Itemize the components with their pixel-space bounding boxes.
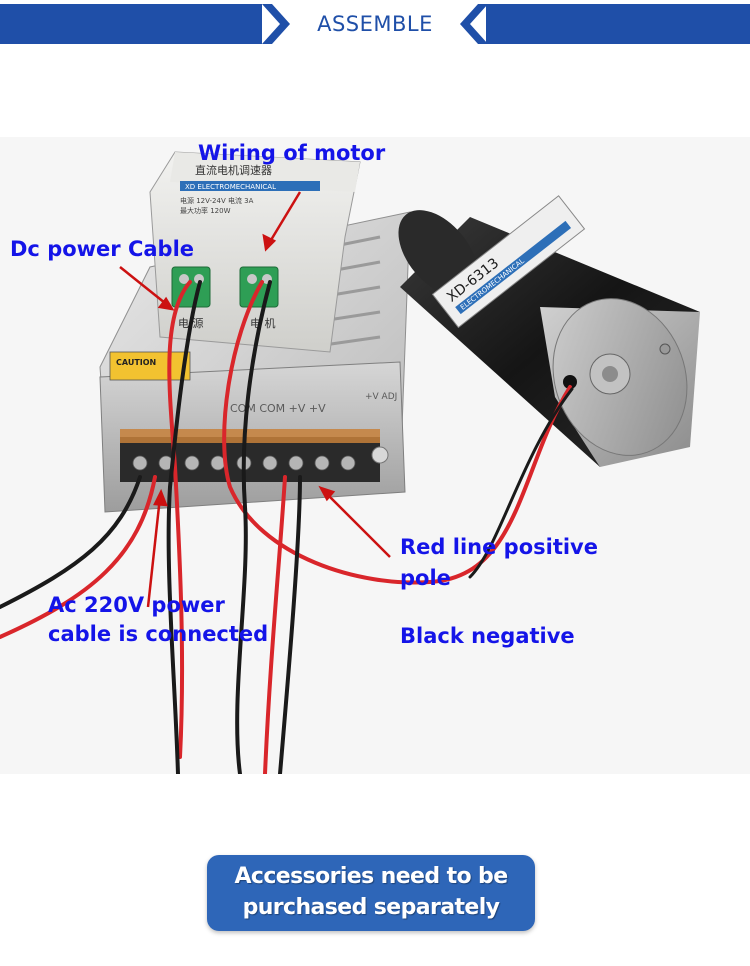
dc-motor: XD-6313 ELECTROMECHANICAL <box>398 195 700 467</box>
controller-spec-2: 最大功率 120W <box>180 206 231 215</box>
notice-line-2: purchased separately <box>242 895 500 920</box>
section-header: ASSEMBLE <box>0 0 750 50</box>
psu-adj-label: +V ADJ <box>365 392 397 402</box>
accessories-notice-text: Accessories need to be purchased separat… <box>207 861 535 923</box>
psu-terminal-label: COM COM +V +V <box>230 402 326 415</box>
label-cable-connected: cable is connected <box>48 622 269 646</box>
label-black-negative: Black negative <box>400 624 575 648</box>
label-red-line-positive: Red line positive <box>400 535 598 559</box>
controller-spec-1: 电源 12V-24V 电流 3A <box>180 196 254 205</box>
caution-label: CAUTION <box>116 358 156 367</box>
label-red-line-pole: pole <box>400 566 451 590</box>
header-bar-left <box>0 4 262 44</box>
annotation-arrows <box>119 191 391 608</box>
terminal-right-label: 电 机 <box>250 316 276 330</box>
controller-brand: XD ELECTROMECHANICAL <box>185 183 276 191</box>
label-ac-power: Ac 220V power <box>48 593 225 617</box>
accessories-notice: Accessories need to be purchased separat… <box>207 855 535 931</box>
controller-title: 直流电机调速器 <box>195 163 272 177</box>
chevron-left-icon <box>460 4 488 44</box>
label-wiring-of-motor: Wiring of motor <box>198 141 386 165</box>
header-bar-right <box>486 4 750 44</box>
label-dc-power-cable: Dc power Cable <box>10 237 195 261</box>
chevron-right-icon <box>262 4 290 44</box>
wires <box>0 280 574 774</box>
product-photo: CAUTION COM COM +V +V +V ADJ 直流电机调速器 XD … <box>0 137 750 774</box>
header-title: ASSEMBLE <box>317 12 433 36</box>
notice-line-1: Accessories need to be <box>234 864 508 889</box>
